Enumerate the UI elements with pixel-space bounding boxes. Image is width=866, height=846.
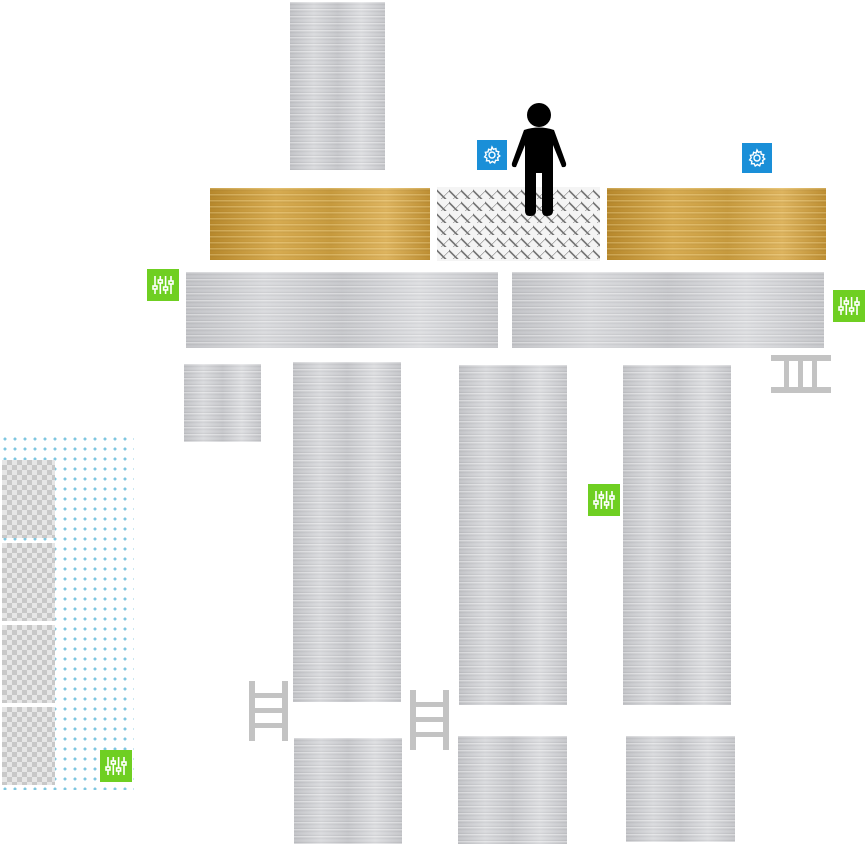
checkered-block xyxy=(2,460,55,538)
gear-icon[interactable] xyxy=(742,143,772,173)
gold-panel-left xyxy=(210,188,430,260)
sliders-icon[interactable] xyxy=(833,290,865,322)
checkered-block xyxy=(2,543,55,621)
steel-panel-top xyxy=(290,2,385,170)
steel-column-3 xyxy=(623,365,731,705)
gear-icon[interactable] xyxy=(477,140,507,170)
ladder-icon xyxy=(249,681,288,741)
steel-block-bottom-2 xyxy=(458,736,567,844)
steel-panel-small xyxy=(184,364,261,442)
checkered-block xyxy=(2,625,55,703)
gold-panel-right xyxy=(607,188,826,260)
steel-block-bottom-1 xyxy=(294,738,402,844)
checkered-block xyxy=(2,707,55,785)
steel-beam-left xyxy=(186,272,498,348)
ladder-icon xyxy=(410,690,449,750)
person-icon[interactable] xyxy=(508,103,570,216)
diamond-plate-walkway xyxy=(437,187,600,261)
steel-beam-right xyxy=(512,272,824,348)
sliders-icon[interactable] xyxy=(100,750,132,782)
ladder-icon xyxy=(771,355,831,393)
sliders-icon[interactable] xyxy=(588,484,620,516)
steel-column-2 xyxy=(459,365,567,705)
steel-block-bottom-3 xyxy=(626,736,735,842)
sliders-icon[interactable] xyxy=(147,269,179,301)
steel-column-1 xyxy=(293,362,401,702)
